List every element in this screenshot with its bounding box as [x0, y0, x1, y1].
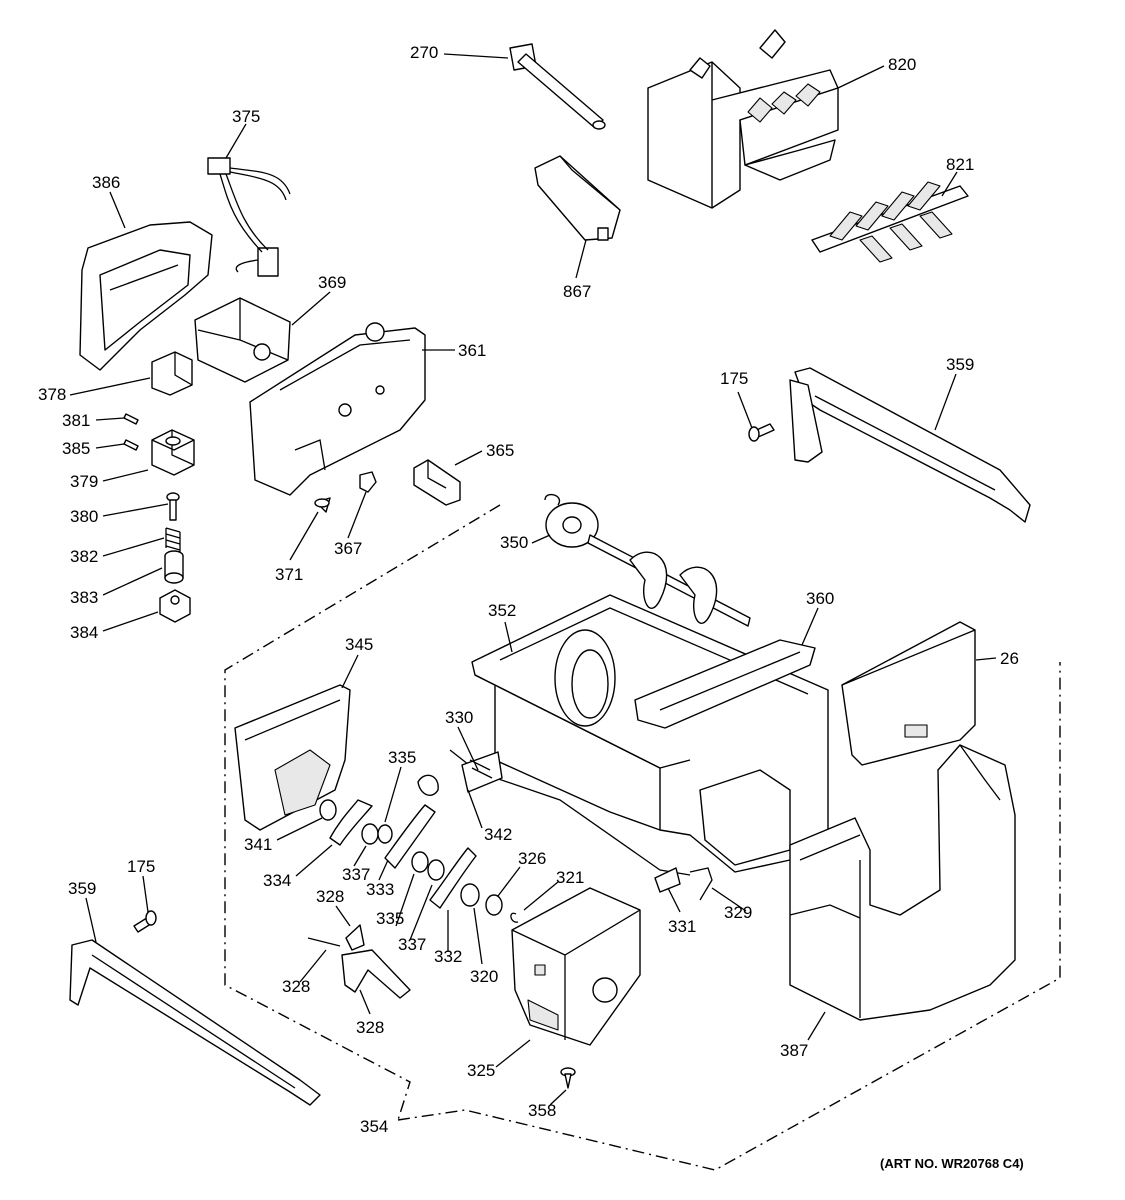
callout-365: 365	[486, 441, 514, 460]
part-337-335-bushings	[361, 804, 477, 909]
callout-26: 26	[1000, 649, 1019, 668]
callout-378: 378	[38, 385, 66, 404]
callout-341: 341	[244, 835, 272, 854]
callout-270: 270	[410, 43, 438, 62]
callout-333: 333	[366, 880, 394, 899]
callout-360: 360	[806, 589, 834, 608]
part-341-ring	[319, 799, 337, 821]
callout-330: 330	[445, 708, 473, 727]
part-381-pin	[123, 413, 139, 425]
leader-lines	[69, 53, 997, 1106]
callout-354: 354	[360, 1117, 388, 1136]
callout-359-upper: 359	[946, 355, 974, 374]
assembly-outline	[224, 504, 1061, 1171]
callout-380: 380	[70, 507, 98, 526]
part-821-ejector	[811, 181, 969, 263]
part-369-motor	[194, 297, 291, 383]
callout-352: 352	[488, 601, 516, 620]
part-387-cover	[789, 744, 1016, 1021]
part-331-329-rod	[654, 867, 713, 901]
callout-867: 867	[563, 282, 591, 301]
part-820-icemaker	[647, 29, 839, 209]
callout-331: 331	[668, 917, 696, 936]
part-352-bucket	[471, 594, 829, 873]
callout-383: 383	[70, 588, 98, 607]
part-350-auger	[544, 493, 751, 627]
part-175-screw-lower	[133, 910, 157, 933]
callout-328-c: 328	[356, 1018, 384, 1037]
part-330-342-linkage	[417, 749, 691, 876]
callout-369: 369	[318, 273, 346, 292]
callout-328-b: 328	[282, 977, 310, 996]
part-325-chute-housing	[511, 887, 641, 1046]
callout-382: 382	[70, 547, 98, 566]
part-375-wire-harness	[207, 157, 291, 277]
part-384-cap	[159, 589, 191, 623]
part-345-cover-plate	[234, 684, 351, 831]
callout-326: 326	[518, 849, 546, 868]
callout-350: 350	[500, 533, 528, 552]
part-867-bracket	[534, 155, 621, 241]
part-383-bushing	[164, 550, 184, 584]
callout-175-lower: 175	[127, 857, 155, 876]
callout-335-lower: 335	[376, 909, 404, 928]
callout-381: 381	[62, 411, 90, 430]
part-378-solenoid	[151, 351, 193, 396]
callout-387: 387	[780, 1041, 808, 1060]
callout-358: 358	[528, 1101, 556, 1120]
callout-labels: 270 820 375 386 821 867 369 361 378 381 …	[38, 43, 1019, 1136]
callout-334: 334	[263, 871, 291, 890]
callout-371: 371	[275, 565, 303, 584]
callout-335-upper: 335	[388, 748, 416, 767]
part-26-cover	[841, 621, 976, 766]
callout-820: 820	[888, 55, 916, 74]
part-320-326-321	[460, 883, 519, 923]
part-334-blade	[329, 799, 373, 846]
callout-337-lower: 337	[398, 935, 426, 954]
callout-367: 367	[334, 539, 362, 558]
part-367-fastener	[359, 471, 377, 493]
part-358-screw	[560, 1067, 576, 1089]
callout-325: 325	[467, 1061, 495, 1080]
callout-175-upper: 175	[720, 369, 748, 388]
callout-329: 329	[724, 903, 752, 922]
part-359-rail-upper	[789, 367, 1031, 523]
part-175-screw-upper	[748, 423, 775, 442]
callout-332: 332	[434, 947, 462, 966]
callout-321: 321	[556, 868, 584, 887]
part-328-actuator	[307, 924, 411, 999]
part-359-rail-lower	[69, 939, 321, 1106]
part-371-screw	[314, 497, 331, 513]
callout-385: 385	[62, 439, 90, 458]
callout-320: 320	[470, 967, 498, 986]
art-number: (ART NO. WR20768 C4)	[880, 1156, 1024, 1171]
callout-342: 342	[484, 825, 512, 844]
part-365-clip	[413, 459, 461, 506]
part-379-block	[151, 429, 195, 476]
callout-375: 375	[232, 107, 260, 126]
callout-361: 361	[458, 341, 486, 360]
part-380-plunger	[166, 492, 180, 521]
part-270-fill-tube	[509, 43, 606, 130]
callout-386: 386	[92, 173, 120, 192]
callout-337-upper: 337	[342, 865, 370, 884]
callout-379: 379	[70, 472, 98, 491]
callout-345: 345	[345, 635, 373, 654]
callout-328-a: 328	[316, 887, 344, 906]
part-386-housing	[79, 221, 213, 371]
part-360-deflector	[634, 639, 816, 729]
callout-359-lower: 359	[68, 879, 96, 898]
part-385-pin	[123, 439, 139, 451]
callout-384: 384	[70, 623, 98, 642]
part-361-mount-plate	[249, 322, 426, 496]
callout-821: 821	[946, 155, 974, 174]
part-382-spring	[165, 527, 181, 552]
